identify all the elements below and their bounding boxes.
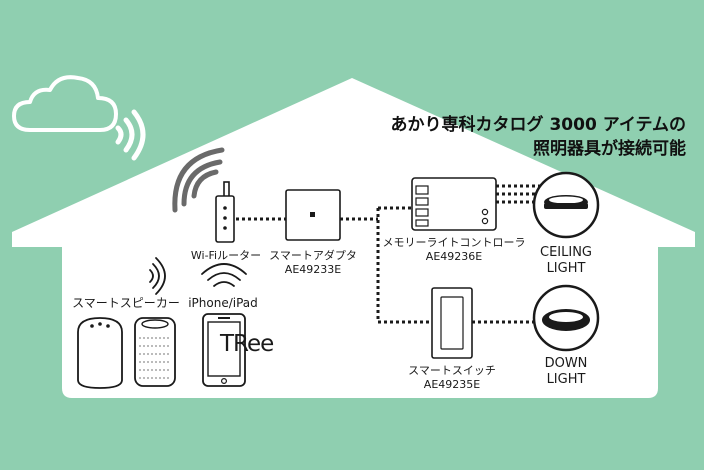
smart-switch-model: AE49235E xyxy=(423,378,481,391)
connection-lines xyxy=(236,184,540,324)
ceiling-light-label-1: CEILING xyxy=(540,245,592,260)
speaker-sound-icon xyxy=(149,257,166,295)
house-shape xyxy=(12,78,695,398)
smart-switch-icon xyxy=(431,287,473,359)
smart-speaker-cylinder-icon xyxy=(134,317,176,387)
smart-adapter-icon xyxy=(285,189,341,241)
tree-logo: TRee xyxy=(220,331,274,357)
wifi-router-label: Wi-Fiルーター xyxy=(190,249,262,262)
smart-speaker-icon xyxy=(77,317,123,389)
controller-model: AE49236E xyxy=(425,250,483,263)
smart-switch-label: スマートスイッチ xyxy=(408,364,496,377)
smart-speaker-label: スマートスピーカー xyxy=(72,296,180,310)
tablet-icon xyxy=(202,313,246,387)
ceiling-light-label-2: LIGHT xyxy=(546,261,586,276)
wifi-router-icon xyxy=(215,181,235,243)
down-light-icon xyxy=(532,284,600,352)
headline-line-1: あかり専科カタログ 3000 アイテムの xyxy=(390,115,686,135)
tablet-wifi-icon xyxy=(201,263,247,287)
down-light-label-1: DOWN xyxy=(544,356,588,371)
router-wifi-icon xyxy=(172,147,225,213)
down-light-label-2: LIGHT xyxy=(546,372,586,387)
smart-adapter-model: AE49233E xyxy=(284,263,342,276)
iphone-ipad-label: iPhone/iPad xyxy=(188,296,258,310)
headline-line-2: 照明器具が接続可能 xyxy=(533,139,686,159)
cloud-icon xyxy=(12,75,118,132)
smart-adapter-label: スマートアダプタ xyxy=(269,249,357,262)
ceiling-light-icon xyxy=(532,171,600,239)
cloud-signal-icon xyxy=(115,109,146,161)
controller-label: メモリーライトコントローラ xyxy=(382,236,526,249)
memory-light-controller-icon xyxy=(411,177,497,231)
